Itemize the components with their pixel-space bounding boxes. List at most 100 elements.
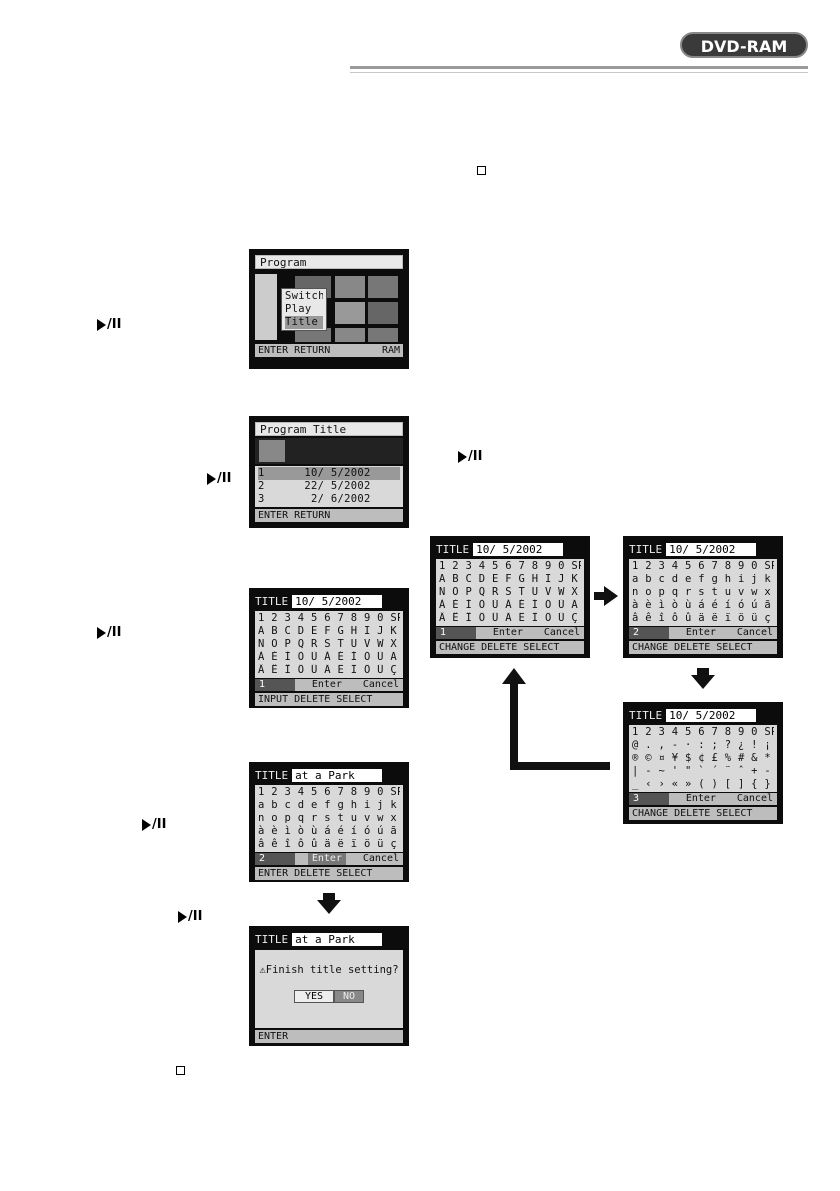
title-list: 1 10/ 5/2002 2 22/ 5/2002 3 2/ 6/2002 xyxy=(255,466,403,507)
enter-button[interactable]: Enter xyxy=(685,793,716,804)
title-value[interactable]: 10/ 5/2002 xyxy=(292,595,383,608)
character-grid: 1 2 3 4 5 6 7 8 9 0 SPACE a b c d e f g … xyxy=(629,559,777,626)
char-set-number: 3 xyxy=(629,793,669,805)
control-row: 2 Enter Cancel xyxy=(629,627,777,639)
title-value[interactable]: 10/ 5/2002 xyxy=(666,543,757,556)
char-row[interactable]: 1 2 3 4 5 6 7 8 9 0 SPACE xyxy=(632,726,774,738)
confirm-screen: TITLE at a Park ⚠Finish title setting? Y… xyxy=(249,926,409,1046)
loop-arrow-horizontal xyxy=(510,762,610,770)
title-bar: TITLE 10/ 5/2002 xyxy=(629,542,777,557)
char-row[interactable]: À È Ì Ò Ù Á É Í Ó Ú Ã Ñ Õ xyxy=(258,651,398,663)
char-set-number: 1 xyxy=(255,679,295,691)
title-row[interactable]: 1 10/ 5/2002 xyxy=(258,467,400,480)
char-row[interactable]: 1 2 3 4 5 6 7 8 9 0 SPACE xyxy=(439,560,581,572)
char-row[interactable]: à è ì ò ù á é í ó ú ã ñ õ xyxy=(632,599,772,611)
screen-footer: CHANGE DELETE SELECT xyxy=(629,641,777,654)
control-row: 3 Enter Cancel xyxy=(629,793,777,805)
title-label: TITLE xyxy=(255,933,289,946)
char-row[interactable]: a b c d e f g h i j k l m xyxy=(632,573,772,585)
loop-arrow-vertical xyxy=(510,684,518,770)
char-row[interactable]: Â Ê Î Ô Û Ä Ë Ï Ö Ü Ç xyxy=(258,664,398,676)
char-row[interactable]: A B C D E F G H I J K L M xyxy=(439,573,579,585)
char-row[interactable]: 1 2 3 4 5 6 7 8 9 0 SPACE xyxy=(632,560,774,572)
title-row[interactable]: 2 22/ 5/2002 xyxy=(258,480,371,492)
control-row: 1 Enter Cancel xyxy=(255,679,403,691)
char-row[interactable]: n o p q r s t u v w x y z xyxy=(258,812,398,824)
thumbnail xyxy=(335,328,365,342)
char-row[interactable]: N O P Q R S T U V W X Y Z xyxy=(439,586,579,598)
char-row[interactable]: À È Ì Ò Ù Á É Í Ó Ú Ã Ñ Õ xyxy=(439,599,579,611)
char-row[interactable]: | - ~ ' " ` ´ ¨ ˆ + - × ÷ = xyxy=(632,765,772,777)
screen-footer: ENTER RETURN xyxy=(255,509,403,522)
dialog-question: Finish title setting? xyxy=(265,964,399,976)
enter-button[interactable]: Enter xyxy=(492,627,523,638)
thumbnail xyxy=(335,302,365,324)
play-pause-icon: /II xyxy=(142,818,166,832)
character-set-2-screen: TITLE 10/ 5/2002 1 2 3 4 5 6 7 8 9 0 SPA… xyxy=(623,536,783,658)
char-row[interactable]: à è ì ò ù á é í ó ú ã ñ õ xyxy=(258,825,398,837)
menu-item-title[interactable]: Title xyxy=(285,316,323,329)
char-row[interactable]: ® © ¤ ¥ $ ¢ £ % # & * § µ ¶ xyxy=(632,752,772,764)
dvd-ram-badge: DVD-RAM xyxy=(680,32,808,58)
cancel-button[interactable]: Cancel xyxy=(362,853,399,864)
no-button[interactable]: NO xyxy=(334,990,365,1003)
char-row[interactable]: â ê î ô û ä ë ï ö ü ç ß xyxy=(258,838,400,850)
character-grid: 1 2 3 4 5 6 7 8 9 0 SPACE A B C D E F G … xyxy=(436,559,584,626)
character-grid: 1 2 3 4 5 6 7 8 9 0 SPACE A B C D E F G … xyxy=(255,611,403,678)
char-row[interactable]: @ . , - · : ; ? ¿ ! ¡ ' / \ xyxy=(632,739,772,751)
char-row[interactable]: _ ‹ › « » ( ) [ ] { } ¯ ± xyxy=(632,778,772,790)
yes-button[interactable]: YES xyxy=(293,990,334,1003)
enter-button[interactable]: Enter xyxy=(685,627,716,638)
footer-media: RAM xyxy=(381,345,400,356)
char-row[interactable]: A B C D E F G H I J K L M xyxy=(258,625,398,637)
header-rule-thin xyxy=(350,72,808,73)
screen-footer: INPUT DELETE SELECT xyxy=(255,693,403,706)
down-arrow-icon xyxy=(317,900,341,914)
title-value[interactable]: 10/ 5/2002 xyxy=(666,709,757,722)
dialog-buttons: YES NO xyxy=(255,990,403,1003)
enter-button[interactable]: Enter xyxy=(311,679,342,690)
title-input-screen: TITLE at a Park 1 2 3 4 5 6 7 8 9 0 SPAC… xyxy=(249,762,409,882)
play-pause-icon: /II xyxy=(97,318,121,332)
title-bar: TITLE at a Park xyxy=(255,768,403,783)
character-grid: 1 2 3 4 5 6 7 8 9 0 SPACE a b c d e f g … xyxy=(255,785,403,852)
title-value[interactable]: 10/ 5/2002 xyxy=(473,543,564,556)
char-row[interactable]: 1 2 3 4 5 6 7 8 9 0 SPACE xyxy=(258,612,400,624)
flow-arrow-stem xyxy=(323,893,335,901)
footer-hint: ENTER RETURN xyxy=(258,345,331,356)
screen-title: Program Title xyxy=(255,422,403,436)
title-value: at a Park xyxy=(292,933,383,946)
menu-item-play[interactable]: Play xyxy=(285,303,312,315)
header-rule xyxy=(350,66,808,69)
char-row[interactable]: a b c d e f g h i j k l m xyxy=(258,799,398,811)
play-pause-icon: /II xyxy=(178,910,202,924)
title-row[interactable]: 3 2/ 6/2002 xyxy=(258,493,371,505)
thumbnail xyxy=(295,328,331,342)
cancel-button[interactable]: Cancel xyxy=(736,627,773,638)
enter-button[interactable]: Enter xyxy=(307,853,346,865)
control-row: 2 Enter Cancel xyxy=(255,853,403,865)
thumbnail xyxy=(368,302,398,324)
char-row[interactable]: Â Ê Î Ô Û Ä Ë Ï Ö Ü Ç xyxy=(439,612,579,624)
menu-item-switch[interactable]: Switch xyxy=(285,290,323,302)
dialog-question-row: ⚠Finish title setting? xyxy=(255,964,403,976)
cancel-button[interactable]: Cancel xyxy=(543,627,580,638)
char-row[interactable]: n o p q r s t u v w x y z xyxy=(632,586,772,598)
title-label: TITLE xyxy=(255,595,289,608)
title-label: TITLE xyxy=(629,709,663,722)
cancel-button[interactable]: Cancel xyxy=(362,679,399,690)
menu-icon-column xyxy=(255,274,277,340)
screen-footer: CHANGE DELETE SELECT xyxy=(436,641,584,654)
title-bar: TITLE 10/ 5/2002 xyxy=(629,708,777,723)
char-row[interactable]: N O P Q R S T U V W X Y Z xyxy=(258,638,398,650)
cancel-button[interactable]: Cancel xyxy=(736,793,773,804)
title-value[interactable]: at a Park xyxy=(292,769,383,782)
char-set-number: 2 xyxy=(255,853,295,865)
char-row[interactable]: â ê î ô û ä ë ï ö ü ç ß xyxy=(632,612,774,624)
character-grid: 1 2 3 4 5 6 7 8 9 0 SPACE @ . , - · : ; … xyxy=(629,725,777,792)
thumbnail xyxy=(259,440,285,462)
char-row[interactable]: 1 2 3 4 5 6 7 8 9 0 SPACE xyxy=(258,786,400,798)
thumbnail xyxy=(368,328,398,342)
screen-title: Program xyxy=(255,255,403,269)
play-pause-icon: /II xyxy=(458,450,482,464)
